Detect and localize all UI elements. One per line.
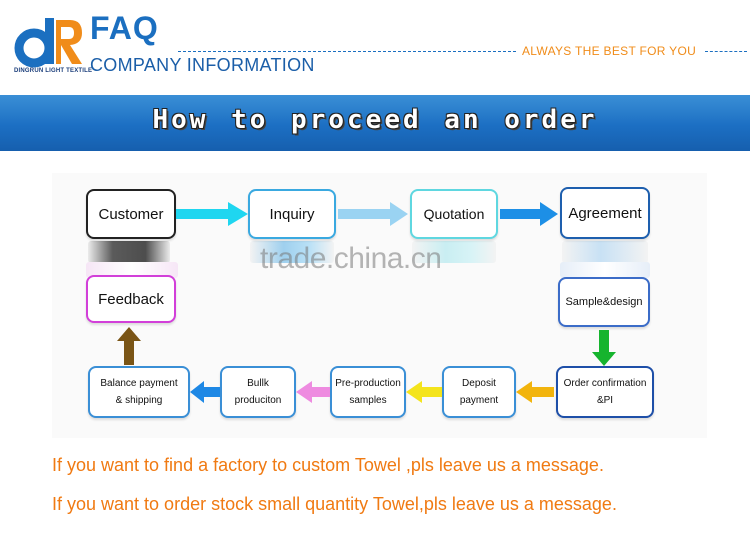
section-banner [0, 95, 750, 151]
arrow-right-icon [338, 202, 408, 226]
step-agreement-label: Agreement [568, 204, 642, 222]
step-feedback-label: Feedback [98, 290, 164, 308]
step-bulk-line2: produciton [234, 395, 282, 406]
step-balance-line1: Balance payment [100, 378, 178, 389]
step-deposit-line2: payment [459, 395, 499, 406]
inquiry-reflection [250, 241, 334, 263]
step-inquiry-label: Inquiry [269, 205, 315, 223]
message-note-2: If you want to order stock small quantit… [52, 494, 617, 514]
message-note-1: If you want to find a factory to custom … [52, 455, 604, 475]
step-deposit-payment: Deposit payment [442, 366, 516, 418]
step-inquiry: Inquiry [248, 189, 336, 239]
step-quotation-label: Quotation [423, 206, 485, 222]
arrow-right-icon [176, 202, 248, 226]
step-pre-production: Pre-production samples [330, 366, 406, 418]
step-preproduction-line2: samples [349, 395, 387, 406]
step-deposit-line1: Deposit [462, 378, 496, 389]
arrow-up-icon [117, 327, 141, 365]
step-balance-line2: & shipping [115, 395, 163, 406]
section-title: How to proceed an order [152, 105, 598, 135]
arrow-left-icon [296, 381, 330, 403]
tagline: ALWAYS THE BEST FOR YOU [522, 44, 697, 58]
page-subtitle: COMPANY INFORMATION [90, 55, 315, 75]
agreement-reflection [562, 241, 648, 263]
step-quotation: Quotation [410, 189, 498, 239]
header-divider-end [705, 51, 747, 52]
step-customer-label: Customer [98, 205, 164, 223]
arrow-left-icon [406, 381, 442, 403]
quotation-reflection [412, 241, 496, 263]
step-customer: Customer [86, 189, 176, 239]
step-order-line1: Order confirmation [563, 378, 647, 389]
customer-reflection [88, 241, 170, 263]
arrow-left-icon [516, 381, 554, 403]
watermark: trade.china.cn [260, 242, 442, 275]
arrow-left-icon [190, 381, 220, 403]
step-bulk-production: Bullk produciton [220, 366, 296, 418]
step-balance-payment: Balance payment & shipping [88, 366, 190, 418]
step-preproduction-line1: Pre-production [335, 378, 401, 389]
step-sample-design-label: Sample&design [565, 296, 643, 308]
page-title: FAQ [90, 10, 159, 46]
header-divider [178, 51, 516, 52]
logo-icon [14, 18, 82, 68]
logo-text: DINGRUN LIGHT TEXTILE [14, 68, 93, 74]
sample-reflection [560, 262, 650, 278]
step-agreement: Agreement [560, 187, 650, 239]
step-feedback: Feedback [86, 275, 176, 323]
step-sample-design: Sample&design [558, 277, 650, 327]
arrow-down-icon [592, 330, 616, 366]
arrow-right-icon [500, 202, 558, 226]
step-bulk-line1: Bullk [247, 378, 269, 389]
step-order-confirmation: Order confirmation&PI [556, 366, 654, 418]
feedback-reflection [86, 262, 178, 278]
step-order-line2: &PI [596, 395, 614, 406]
